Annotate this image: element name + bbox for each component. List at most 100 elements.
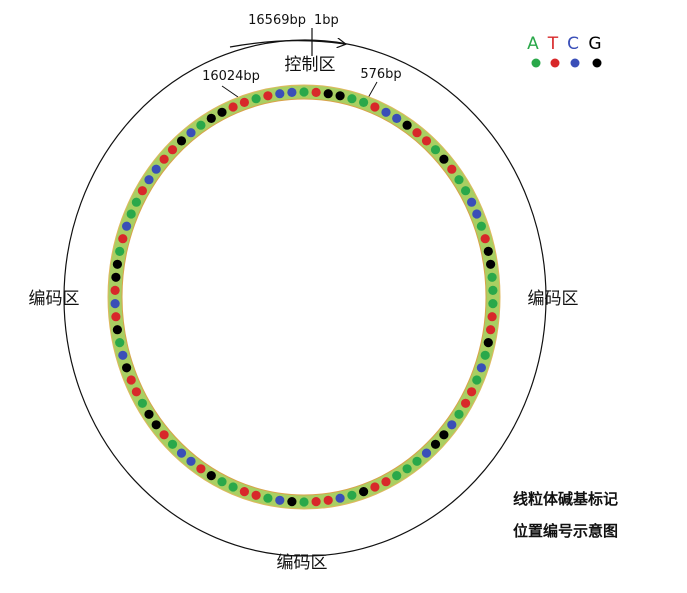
base-bead-g [359, 487, 369, 497]
control-region-label: 控制区 [285, 55, 336, 75]
position-label-16024bp: 16024bp [202, 69, 260, 84]
base-bead-t [412, 128, 422, 138]
base-bead-t [381, 477, 391, 487]
legend-dot-a [531, 58, 541, 68]
base-bead-t [196, 464, 206, 474]
base-bead-g [402, 120, 412, 130]
base-bead-t [126, 375, 136, 385]
base-bead-c [447, 420, 457, 430]
base-bead-t [486, 325, 496, 335]
base-bead-t [421, 136, 432, 146]
legend-letter-g: G [588, 34, 601, 54]
dna-ring-outer-edge [107, 84, 501, 510]
legend-dot-g [592, 58, 602, 68]
base-bead-g [439, 154, 449, 164]
base-bead-t [239, 97, 249, 107]
base-bead-a [402, 464, 412, 474]
base-bead-t [323, 495, 333, 505]
base-bead-t [370, 482, 380, 492]
position-label-576bp: 576bp [360, 67, 401, 82]
dna-ring-inner-edge [121, 98, 487, 496]
direction-arrow [229, 41, 345, 47]
base-bead-a [488, 299, 498, 309]
base-bead-t [461, 398, 471, 408]
base-bead-t [263, 91, 273, 101]
base-bead-a [131, 197, 141, 207]
base-bead-t [480, 234, 490, 244]
base-bead-a [115, 338, 125, 348]
base-bead-g [483, 338, 493, 348]
base-bead-a [392, 471, 402, 481]
base-bead-a [228, 482, 238, 492]
base-bead-t [370, 102, 380, 112]
base-bead-g [483, 246, 493, 256]
origin-label-16569bp: 16569bp [248, 13, 306, 28]
base-bead-c [335, 493, 345, 503]
base-bead-g [206, 471, 216, 481]
legend-dot-c [570, 58, 580, 68]
caption-line-1: 线粒体碱基标记 [513, 490, 618, 508]
base-bead-a [359, 97, 369, 107]
base-bead-a [461, 186, 471, 196]
coding-region-label-left: 编码区 [29, 289, 80, 309]
base-bead-c [467, 197, 477, 207]
base-bead-t [159, 430, 169, 440]
base-bead-t [311, 87, 321, 97]
base-bead-t [228, 102, 238, 112]
legend-letter-t: T [547, 34, 559, 54]
base-bead-t [251, 490, 261, 500]
base-bead-a [167, 439, 178, 449]
base-bead-a [412, 456, 422, 466]
base-bead-g [206, 113, 216, 123]
base-bead-t [137, 186, 147, 196]
base-bead-c [287, 87, 297, 97]
legend-letter-a: A [527, 34, 539, 54]
base-bead-g [486, 259, 496, 269]
base-bead-g [439, 430, 449, 440]
base-bead-g [144, 409, 154, 419]
pointer-16024 [221, 85, 239, 98]
base-bead-c [186, 456, 196, 466]
origin-label-1bp: 1bp [314, 13, 339, 28]
base-bead-a [430, 145, 441, 155]
base-bead-t [118, 234, 128, 244]
base-bead-g [111, 272, 121, 282]
base-bead-c [381, 107, 391, 117]
base-bead-a [472, 375, 482, 385]
base-bead-a [476, 221, 486, 231]
base-bead-c [275, 495, 285, 505]
legend-dot-t [550, 58, 560, 68]
base-bead-t [239, 487, 249, 497]
base-bead-a [115, 246, 125, 256]
base-bead-a [251, 94, 261, 104]
base-legend: A T C G [527, 34, 602, 68]
base-bead-g [112, 259, 122, 269]
base-bead-a [126, 209, 136, 219]
base-bead-c [472, 209, 482, 219]
base-bead-a [480, 350, 490, 360]
legend-letter-c: C [567, 34, 579, 54]
base-bead-g [217, 107, 227, 117]
outer-circle [63, 39, 547, 557]
base-bead-g [287, 497, 297, 507]
base-bead-g [176, 136, 187, 146]
base-bead-a [299, 497, 309, 507]
base-bead-c [392, 113, 402, 123]
base-bead-a [347, 490, 357, 500]
base-bead-c [110, 299, 120, 309]
base-bead-t [111, 312, 121, 322]
base-bead-a [347, 94, 357, 104]
base-bead-g [323, 89, 333, 99]
base-bead-ring [110, 87, 498, 507]
base-bead-a [454, 409, 464, 419]
base-bead-c [144, 175, 154, 185]
base-bead-c [176, 448, 187, 458]
base-bead-a [299, 87, 309, 97]
base-bead-a [488, 285, 498, 295]
base-bead-t [447, 164, 457, 174]
base-bead-a [137, 398, 147, 408]
base-bead-g [335, 91, 345, 101]
base-bead-g [430, 439, 441, 449]
base-bead-c [186, 128, 196, 138]
